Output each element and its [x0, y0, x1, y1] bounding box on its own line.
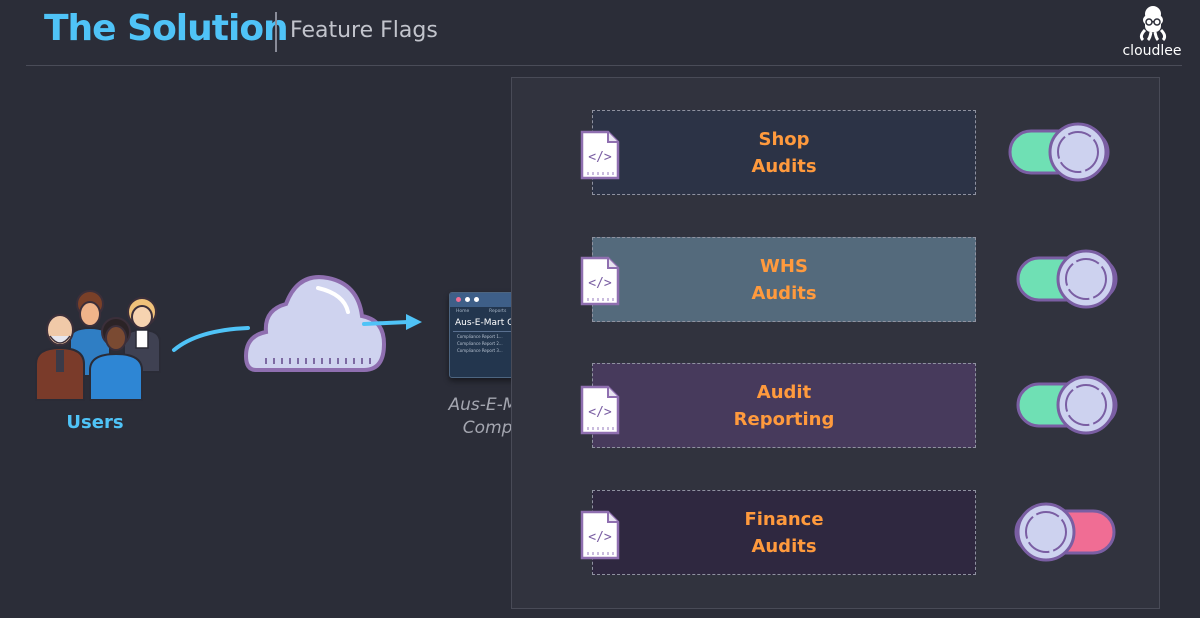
flag-toggle-on[interactable] [1016, 375, 1120, 435]
app-nav-item: Reports [489, 309, 507, 314]
code-file-icon: </> [580, 256, 620, 306]
flag-label-line: Finance [744, 508, 824, 530]
flag-label-line: Audit [756, 381, 812, 403]
window-dot-icon [465, 297, 470, 302]
flag-box-shop-audits: Shop Audits [592, 110, 976, 195]
users-group-icon [35, 290, 161, 401]
flag-label-line: Audits [751, 282, 817, 304]
flag-box-whs-audits: WHS Audits [592, 237, 976, 322]
arrow-to-cloud-icon [172, 326, 250, 352]
svg-text:</>: </> [588, 276, 612, 291]
app-window-title: Aus-E-Mart Comply [455, 318, 542, 328]
svg-text:</>: </> [588, 150, 612, 165]
app-list-item-label: Compliance Report 2... [457, 341, 503, 346]
app-divider [453, 331, 545, 332]
flag-label-line: Audits [751, 155, 817, 177]
code-file-icon: </> [580, 130, 620, 180]
cloud-flow [172, 275, 422, 372]
app-list-item-label: Compliance Report 3... [457, 348, 503, 353]
title-divider [275, 12, 277, 52]
flag-toggle-on[interactable] [1008, 122, 1112, 182]
flag-label-line: WHS [760, 255, 808, 277]
flag-label-line: Audits [751, 535, 817, 557]
window-dot-icon [474, 297, 479, 302]
arrow-to-app-icon [362, 314, 422, 330]
svg-text:</>: </> [588, 530, 612, 545]
brand-name: cloudlee [1122, 43, 1182, 59]
svg-text:</>: </> [588, 405, 612, 420]
flag-box-audit-reporting: Audit Reporting [592, 363, 976, 448]
flag-toggle-off[interactable] [1014, 502, 1118, 562]
users-label: Users [66, 412, 124, 433]
flag-toggle-on[interactable] [1016, 249, 1120, 309]
app-list-item-label: Compliance Report 1... [457, 334, 503, 339]
flag-box-finance-audits: Finance Audits [592, 490, 976, 575]
flag-label-line: Shop [758, 128, 810, 150]
page-title: The Solution [44, 8, 289, 49]
page-subtitle: Feature Flags [290, 18, 438, 43]
cloud-icon [243, 275, 387, 372]
flag-label-line: Reporting [733, 408, 835, 430]
cloudlee-logo-icon [1139, 6, 1167, 42]
app-nav-item: Home [456, 309, 470, 314]
window-dot-icon [456, 297, 461, 302]
code-file-icon: </> [580, 385, 620, 435]
header-divider [26, 65, 1182, 66]
code-file-icon: </> [580, 510, 620, 560]
